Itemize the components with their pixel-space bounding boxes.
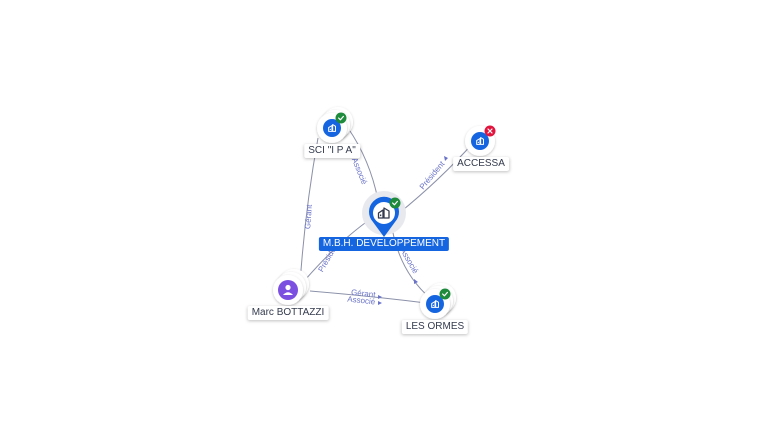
node-accessa[interactable] bbox=[465, 125, 496, 157]
node-marc[interactable] bbox=[273, 269, 309, 305]
check-badge-icon bbox=[335, 112, 347, 124]
building-icon bbox=[377, 207, 390, 219]
check-badge-icon bbox=[439, 288, 451, 300]
node-label-marc[interactable]: Marc BOTTAZZI bbox=[247, 306, 329, 320]
edge-arrow bbox=[414, 279, 418, 284]
node-label-center[interactable]: M.B.H. DEVELOPPEMENT bbox=[318, 237, 450, 251]
node-label-ormes[interactable]: LES ORMES bbox=[401, 320, 469, 334]
person-icon bbox=[283, 284, 293, 295]
edge-arrow bbox=[378, 295, 382, 299]
node-center[interactable] bbox=[362, 191, 406, 237]
node-label-sci[interactable]: SCI "I P A" bbox=[304, 144, 360, 158]
edge-label: Gérant bbox=[303, 204, 314, 230]
close-badge-icon bbox=[484, 125, 496, 137]
edge-arrow bbox=[444, 156, 448, 161]
edge-label: Gérant bbox=[351, 288, 377, 300]
edge-center-accessa[interactable] bbox=[397, 141, 475, 215]
edge-marc-ormes[interactable] bbox=[309, 290, 427, 304]
check-badge-icon bbox=[389, 197, 401, 209]
edge-label: Associé bbox=[347, 295, 376, 307]
edge-arrow bbox=[378, 301, 382, 305]
node-ormes[interactable] bbox=[420, 283, 456, 319]
node-label-accessa[interactable]: ACCESSA bbox=[453, 157, 509, 171]
edge-center-ormes[interactable] bbox=[391, 227, 431, 299]
node-sci[interactable] bbox=[317, 107, 353, 143]
